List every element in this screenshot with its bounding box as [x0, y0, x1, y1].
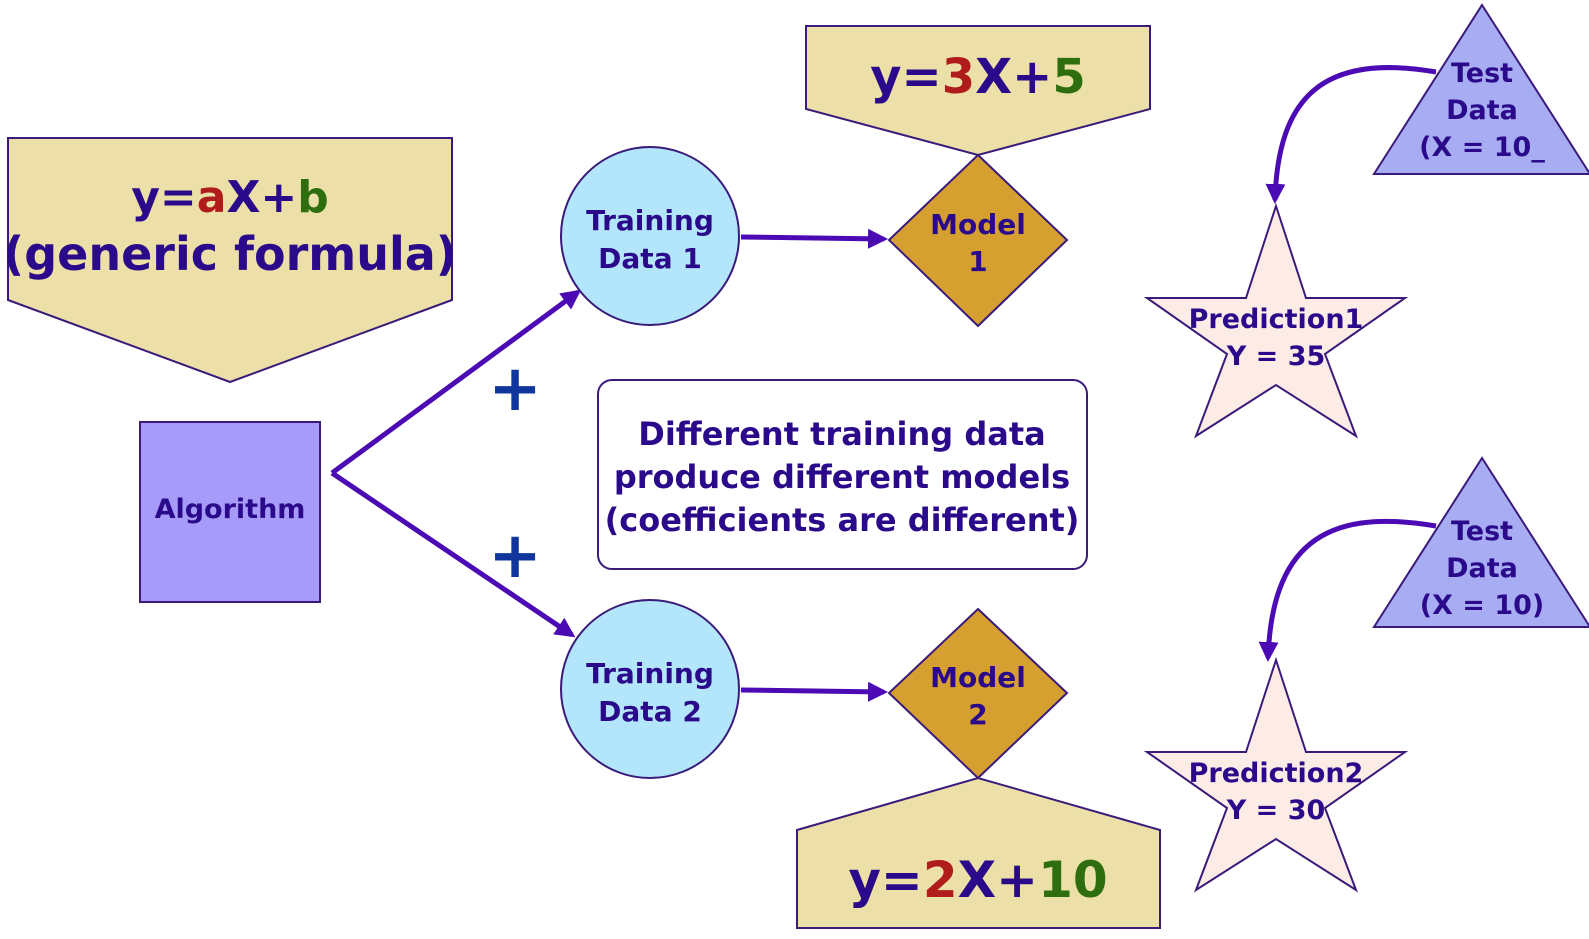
training-data-1-line1: Training [586, 204, 714, 237]
note-line3: (coefficients are different) [605, 501, 1080, 539]
generic-equation: y=aX+b [131, 172, 329, 223]
test-data-1-line3: (X = 10_ [1419, 132, 1545, 163]
formula-2-equation: y=2X+10 [848, 851, 1107, 909]
test-data-1-line2: Data [1446, 95, 1518, 126]
training-data-2-circle: Training Data 2 [560, 599, 740, 779]
generic-formula-callout: y=aX+b (generic formula) [3, 137, 457, 384]
prediction-1-line2: Y = 35 [1226, 341, 1326, 372]
training-data-1-circle: Training Data 1 [560, 146, 740, 326]
arrow-training1-to-model1 [740, 228, 888, 249]
test-data-1-line1: Test [1451, 58, 1513, 89]
arrow-algorithm-to-training1 [330, 289, 582, 476]
prediction-1-line1: Prediction1 [1189, 304, 1364, 335]
training-data-2-line1: Training [586, 657, 714, 690]
test-data-2-triangle: Test Data (X = 10) [1372, 456, 1589, 628]
prediction-2-star: Prediction2 Y = 30 [1143, 656, 1409, 893]
training-data-2-line2: Data 2 [598, 695, 702, 728]
formula-2-callout: y=2X+10 [796, 776, 1161, 929]
formula-1-callout: y=3X+5 [805, 25, 1151, 157]
model-1-diamond: Model 1 [887, 153, 1069, 328]
test-data-2-line1: Test [1451, 516, 1513, 547]
arrow-test2-to-prediction2 [1258, 518, 1437, 662]
test-data-2-line3: (X = 10) [1420, 590, 1545, 621]
prediction-2-line1: Prediction2 [1189, 758, 1364, 789]
model-1-line2: 1 [968, 245, 987, 278]
algorithm-label: Algorithm [155, 494, 306, 525]
model-2-line2: 2 [968, 698, 987, 731]
arrow-algorithm-to-training2 [330, 470, 576, 638]
arrow-training2-to-model2 [740, 681, 888, 702]
training-data-1-line2: Data 1 [598, 242, 702, 275]
formula-1-equation: y=3X+5 [870, 49, 1086, 105]
prediction-2-line2: Y = 30 [1226, 795, 1326, 826]
plus-sign-top: + [488, 352, 542, 426]
note-box: Different training data produce differen… [597, 379, 1088, 570]
note-line2: produce different models [614, 458, 1070, 496]
test-data-1-triangle: Test Data (X = 10_ [1372, 3, 1589, 175]
prediction-1-star: Prediction1 Y = 35 [1143, 202, 1409, 439]
model-2-line1: Model [930, 661, 1026, 694]
test-data-2-line2: Data [1446, 553, 1518, 584]
generic-formula-caption: (generic formula) [3, 227, 457, 281]
note-line1: Different training data [638, 415, 1045, 453]
model-2-diamond: Model 2 [887, 607, 1069, 780]
model-1-line1: Model [930, 208, 1026, 241]
arrow-test1-to-prediction1 [1265, 65, 1437, 204]
algorithm-box: Algorithm [139, 421, 321, 603]
plus-sign-bottom: + [488, 519, 542, 593]
